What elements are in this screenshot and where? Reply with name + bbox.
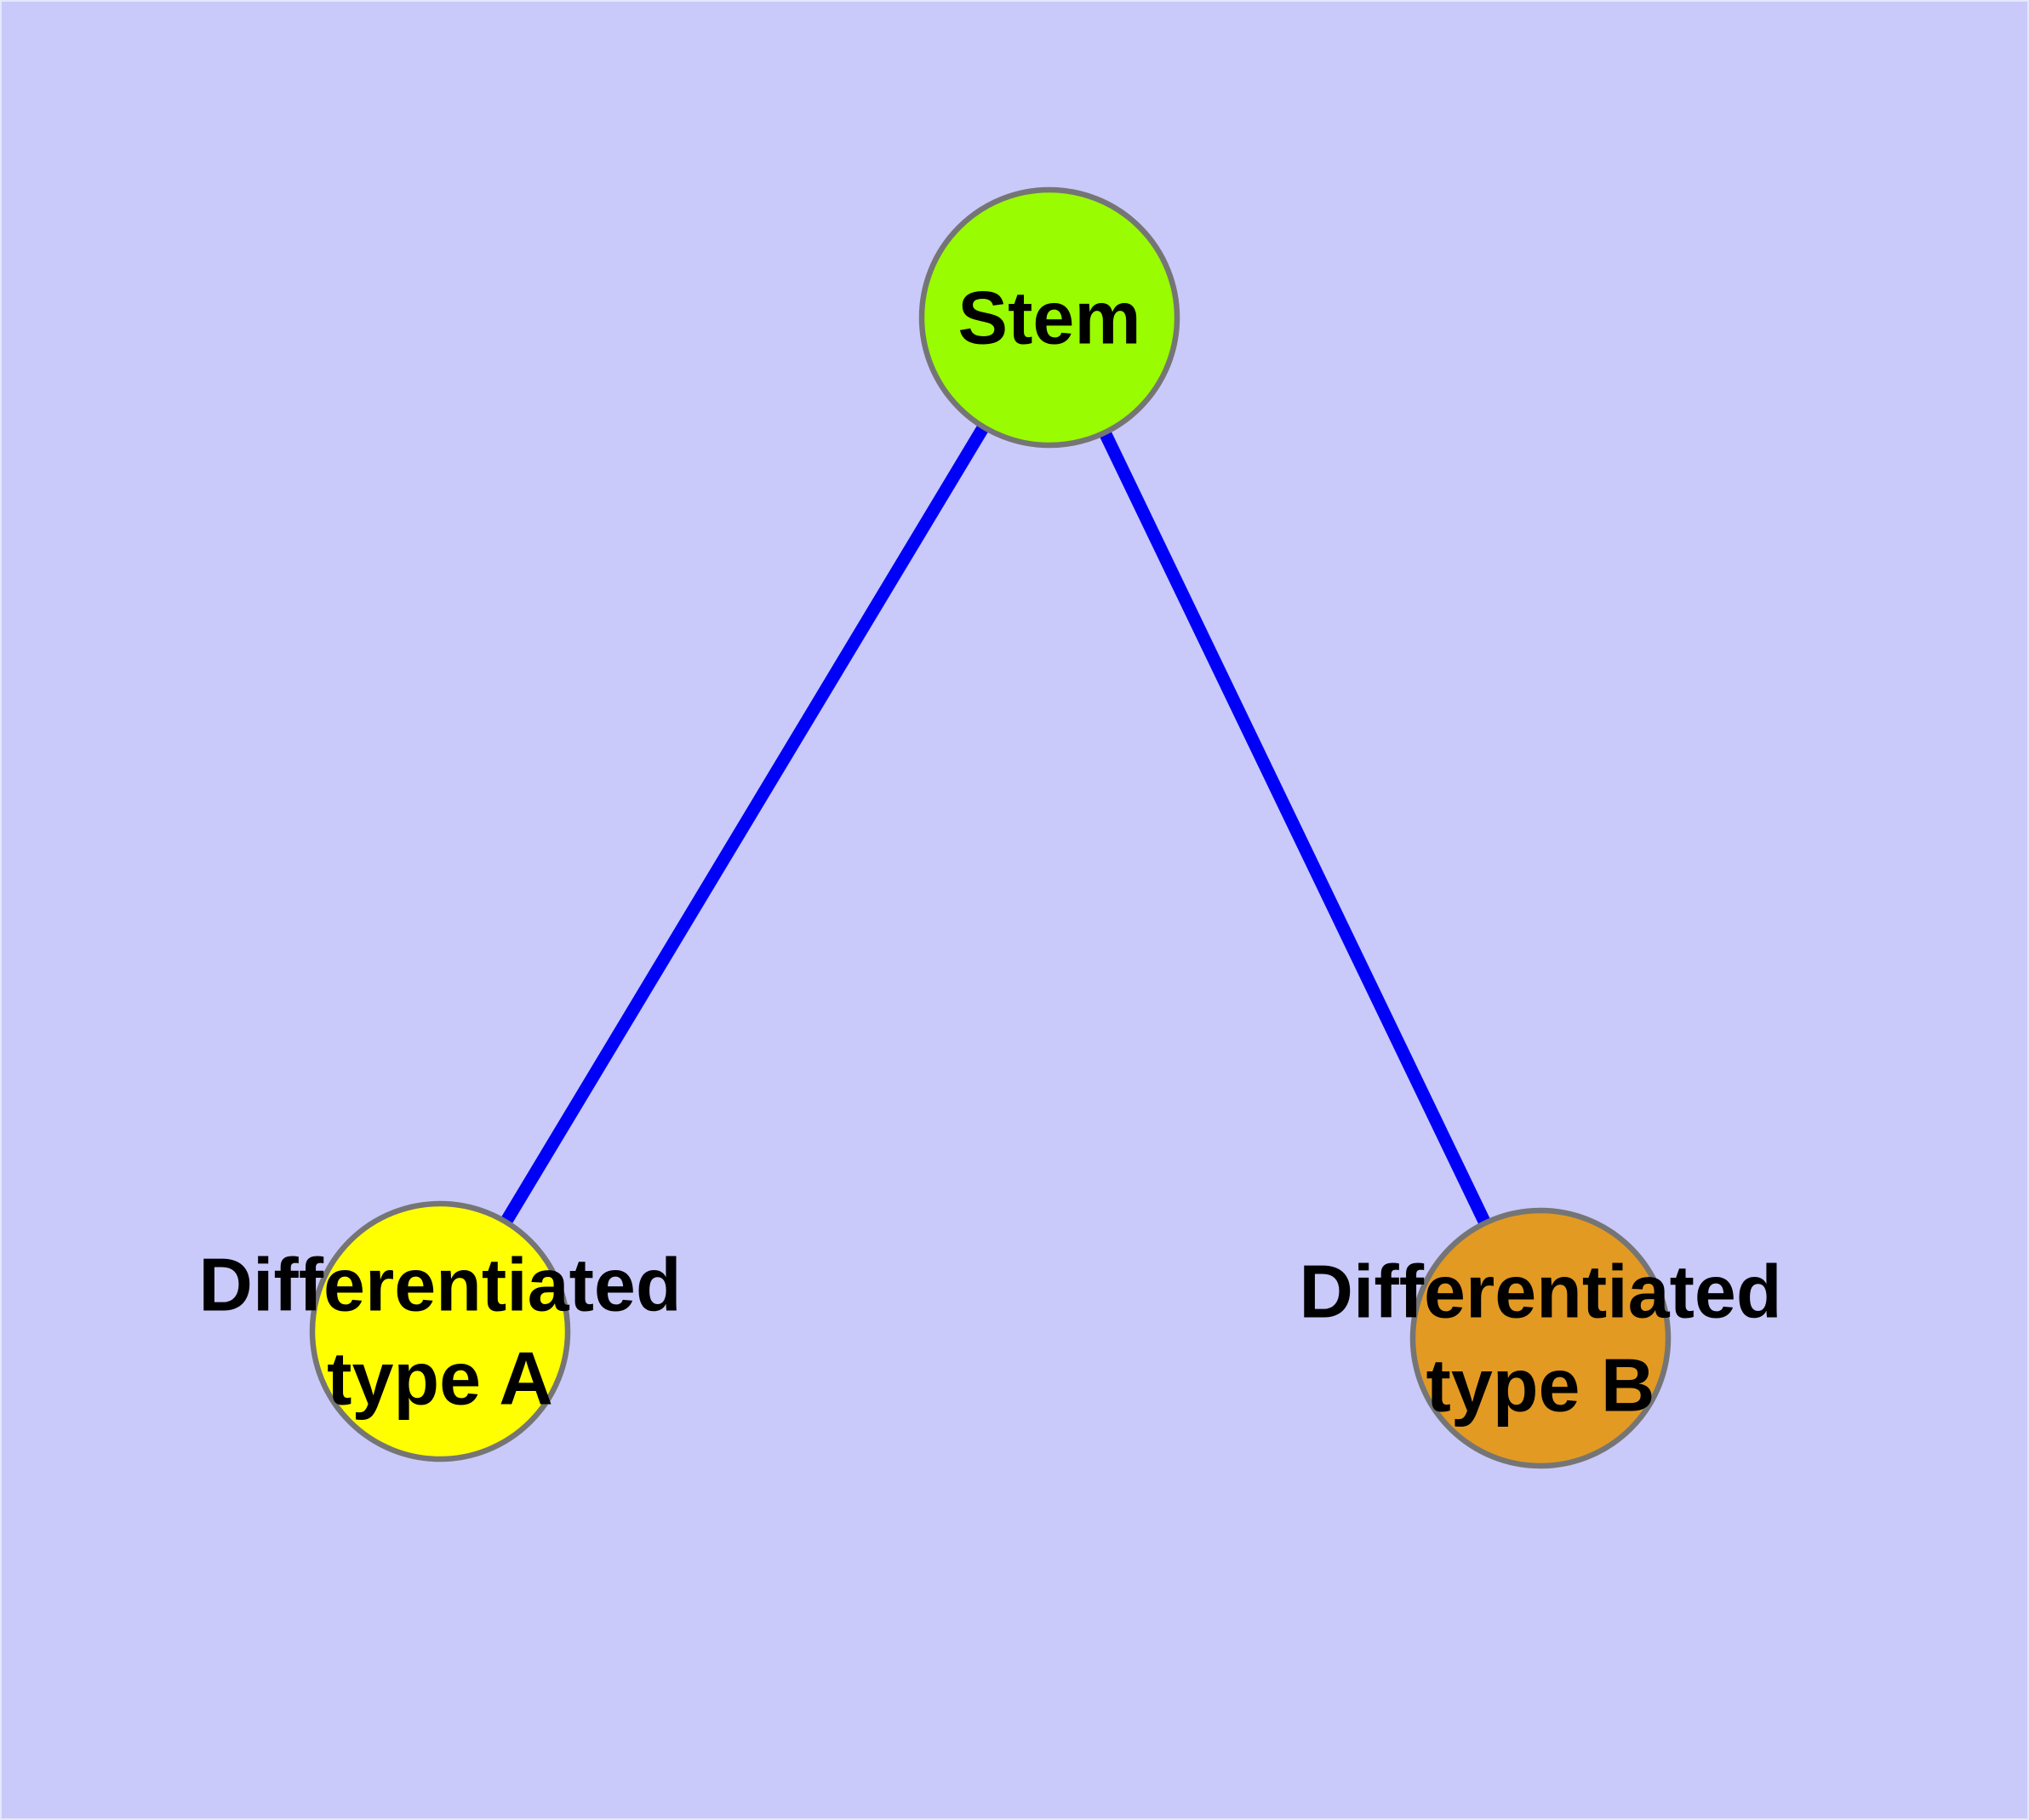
node-typeA-label-line-1: Differentiated bbox=[198, 1243, 681, 1327]
node-stem-label-line-1: Stem bbox=[957, 276, 1140, 360]
node-typeB-label-line-1: Differentiated bbox=[1299, 1250, 1781, 1334]
node-typeA-label-line-2: type A bbox=[327, 1336, 553, 1421]
node-typeB-circle bbox=[1409, 1207, 1672, 1469]
nodes-layer bbox=[309, 186, 1672, 1469]
edge-stem-typeB bbox=[1043, 314, 1546, 1342]
node-typeB-label-line-2: type B bbox=[1426, 1343, 1655, 1428]
edges-layer bbox=[434, 314, 1546, 1342]
node-stem-label: Stem bbox=[957, 276, 1140, 360]
node-typeA-circle bbox=[309, 1200, 571, 1462]
node-stem-circle bbox=[918, 186, 1180, 449]
node-typeB-label: Differentiated type B bbox=[1299, 1250, 1781, 1428]
node-typeA-label: Differentiated type A bbox=[198, 1243, 681, 1421]
edge-stem-typeA bbox=[434, 314, 1055, 1335]
